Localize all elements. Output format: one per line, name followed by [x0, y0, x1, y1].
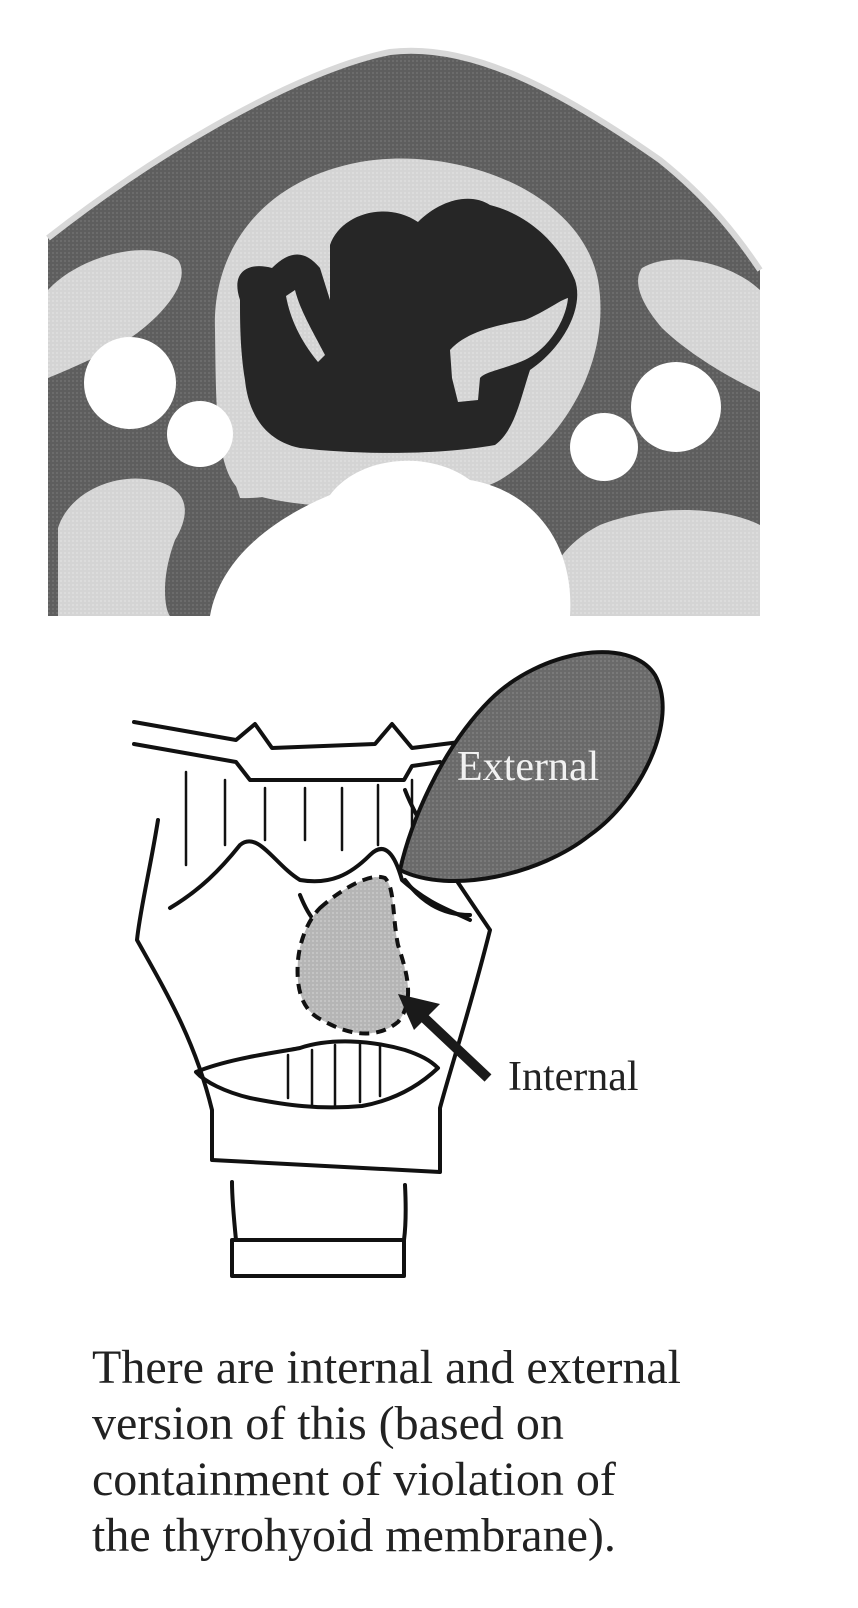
left-lower-muscle — [58, 478, 185, 616]
left-carotid-artery — [84, 337, 176, 429]
thyroid-cartilage — [135, 788, 492, 1174]
caption-line: containment of violation of — [92, 1453, 616, 1506]
right-jugular-vein — [570, 413, 638, 481]
skin-outline — [46, 47, 763, 272]
caption-line: version of this (based on — [92, 1397, 564, 1450]
right-muscle-light — [638, 259, 760, 392]
internal-label: Internal — [508, 1054, 639, 1100]
right-lower-muscle — [546, 510, 760, 616]
external-label: External — [457, 744, 599, 790]
internal-arrow — [398, 994, 492, 1082]
tracheal-ring — [230, 1238, 406, 1278]
vocal-cords — [194, 1039, 440, 1110]
left-muscle-light — [48, 250, 182, 378]
glottis-lines — [286, 1041, 382, 1108]
caption: There are internal and external version … — [92, 1340, 812, 1564]
cricoid-cartilage — [230, 1180, 408, 1242]
aryepiglottic-fold — [450, 298, 568, 402]
vertebral-body — [210, 460, 571, 616]
right-carotid-artery — [631, 362, 721, 452]
external-laryngocele — [397, 650, 665, 883]
hyoid-bone — [132, 720, 462, 782]
caption-line: There are internal and external — [92, 1341, 681, 1394]
airway-lumen — [237, 198, 578, 453]
laryngocele-diagram: External Internal — [132, 650, 665, 1278]
airway-fold-left — [286, 290, 325, 362]
left-jugular-vein — [167, 401, 233, 467]
prevertebral-tissue — [230, 454, 332, 499]
internal-laryngocele — [295, 874, 411, 1036]
caption-line: the thyrohyoid membrane). — [92, 1509, 616, 1562]
axial-ct-schematic — [46, 47, 763, 616]
